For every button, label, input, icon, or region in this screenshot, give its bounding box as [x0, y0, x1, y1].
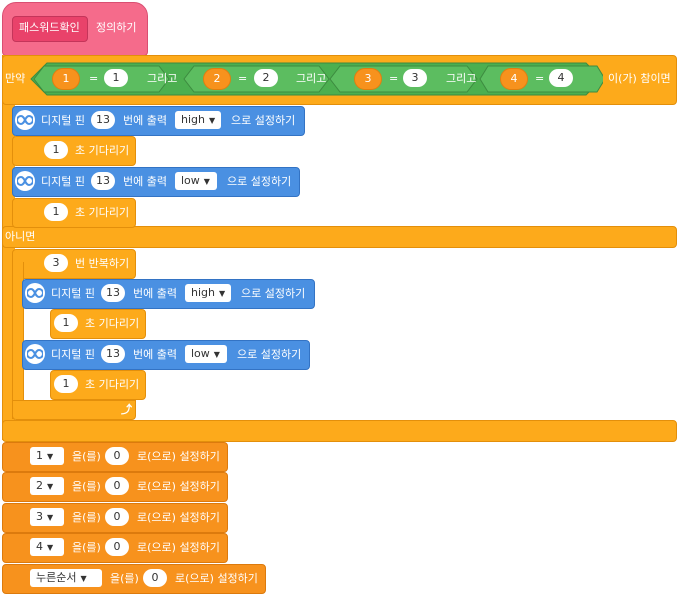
infinity-icon: [25, 344, 45, 364]
digital-write-prefix: 디지털 핀: [51, 348, 95, 361]
repeat-count-input[interactable]: 3: [44, 254, 68, 272]
else-bar[interactable]: [2, 226, 677, 248]
digital-write-mid: 번에 출력: [133, 287, 177, 300]
set-value-input[interactable]: 0: [143, 569, 167, 587]
caret-down-icon: ▼: [218, 289, 226, 298]
infinity-icon: [25, 283, 45, 303]
set-suffix: 로(으로) 설정하기: [137, 511, 220, 524]
digital-write-suffix: 으로 설정하기: [241, 287, 306, 300]
condition-1-eq: =: [89, 72, 99, 85]
output-level-dropdown[interactable]: low▼: [175, 172, 217, 190]
if-label: 만약: [5, 72, 26, 85]
variable-dropdown[interactable]: 1▼: [30, 447, 64, 465]
and-label-3: 그리고: [446, 72, 477, 85]
digital-write-prefix: 디지털 핀: [41, 175, 85, 188]
and-label-1: 그리고: [147, 72, 178, 85]
wait-block-2[interactable]: [12, 198, 136, 228]
pin-number-input[interactable]: 13: [101, 345, 125, 363]
pin-number-input[interactable]: 13: [91, 172, 115, 190]
condition-2-eq: =: [238, 72, 248, 85]
wait-seconds-input[interactable]: 1: [54, 375, 78, 393]
condition-1-right-value[interactable]: 1: [104, 69, 128, 87]
caret-down-icon: ▼: [47, 482, 54, 491]
repeat-block[interactable]: [12, 249, 136, 279]
output-level-dropdown[interactable]: high▼: [175, 111, 221, 129]
set-value-input[interactable]: 0: [105, 447, 129, 465]
wait-suffix: 초 기다리기: [75, 206, 130, 219]
set-suffix: 로(으로) 설정하기: [137, 541, 220, 554]
digital-write-block-2[interactable]: [12, 167, 300, 197]
condition-4-eq: =: [535, 72, 545, 85]
infinity-icon: [15, 110, 35, 130]
set-suffix: 로(으로) 설정하기: [137, 450, 220, 463]
output-level-dropdown[interactable]: high▼: [185, 284, 231, 302]
caret-down-icon: ▼: [80, 574, 87, 583]
set-mid: 을(를): [72, 480, 101, 493]
if-suffix: 이(가) 참이면: [608, 72, 671, 85]
caret-down-icon: ▼: [213, 350, 220, 359]
infinity-icon: [15, 171, 35, 191]
digital-write-prefix: 디지털 핀: [51, 287, 95, 300]
digital-write-mid: 번에 출력: [123, 175, 167, 188]
caret-down-icon: ▼: [203, 177, 210, 186]
set-mid: 을(를): [72, 541, 101, 554]
wait-seconds-input[interactable]: 1: [44, 141, 68, 159]
pin-number-input[interactable]: 13: [101, 284, 125, 302]
digital-write-suffix: 으로 설정하기: [227, 175, 292, 188]
pin-number-input[interactable]: 13: [91, 111, 115, 129]
condition-1-left-var[interactable]: 1: [52, 68, 80, 90]
set-mid: 을(를): [110, 572, 139, 585]
variable-dropdown[interactable]: 4▼: [30, 538, 64, 556]
condition-4-left-var[interactable]: 4: [500, 68, 528, 90]
function-name: 패스워드확인: [19, 21, 80, 34]
set-value-input[interactable]: 0: [105, 508, 129, 526]
wait-seconds-input[interactable]: 1: [44, 203, 68, 221]
wait-suffix: 초 기다리기: [75, 144, 130, 157]
digital-write-suffix: 으로 설정하기: [231, 114, 296, 127]
caret-down-icon: ▼: [47, 452, 54, 461]
condition-3-right-value[interactable]: 3: [403, 69, 427, 87]
caret-down-icon: ▼: [47, 513, 54, 522]
variable-dropdown[interactable]: 3▼: [30, 508, 64, 526]
set-value-input[interactable]: 0: [105, 477, 129, 495]
digital-write-block-1[interactable]: [12, 106, 305, 136]
variable-dropdown[interactable]: 누른순서▼: [30, 569, 102, 587]
digital-write-suffix: 으로 설정하기: [237, 348, 302, 361]
digital-write-prefix: 디지털 핀: [41, 114, 85, 127]
condition-2-right-value[interactable]: 2: [254, 69, 278, 87]
set-suffix: 로(으로) 설정하기: [137, 480, 220, 493]
repeat-suffix: 번 반복하기: [75, 257, 130, 270]
wait-suffix: 초 기다리기: [85, 317, 140, 330]
define-suffix: 정의하기: [96, 21, 137, 34]
repeat-end-bar[interactable]: [12, 400, 136, 420]
wait-block-1[interactable]: [12, 136, 136, 166]
condition-3-eq: =: [389, 72, 399, 85]
condition-4-right-value[interactable]: 4: [549, 69, 573, 87]
and-label-2: 그리고: [296, 72, 327, 85]
digital-write-mid: 번에 출력: [133, 348, 177, 361]
caret-down-icon: ▼: [47, 543, 54, 552]
wait-seconds-input[interactable]: 1: [54, 314, 78, 332]
if-end-bar[interactable]: [2, 420, 677, 442]
set-suffix: 로(으로) 설정하기: [175, 572, 258, 585]
else-label: 아니면: [5, 230, 36, 243]
variable-dropdown[interactable]: 2▼: [30, 477, 64, 495]
set-mid: 을(를): [72, 511, 101, 524]
digital-write-block-3[interactable]: [22, 279, 315, 309]
function-name-box[interactable]: [12, 16, 88, 42]
caret-down-icon: ▼: [208, 116, 216, 125]
output-level-dropdown[interactable]: low▼: [185, 345, 227, 363]
condition-2-left-var[interactable]: 2: [203, 68, 231, 90]
loop-arrow-icon: ⤴: [121, 403, 132, 416]
digital-write-mid: 번에 출력: [123, 114, 167, 127]
digital-write-block-4[interactable]: [22, 340, 310, 370]
condition-3-left-var[interactable]: 3: [354, 68, 382, 90]
set-mid: 을(를): [72, 450, 101, 463]
wait-suffix: 초 기다리기: [85, 378, 140, 391]
set-value-input[interactable]: 0: [105, 538, 129, 556]
